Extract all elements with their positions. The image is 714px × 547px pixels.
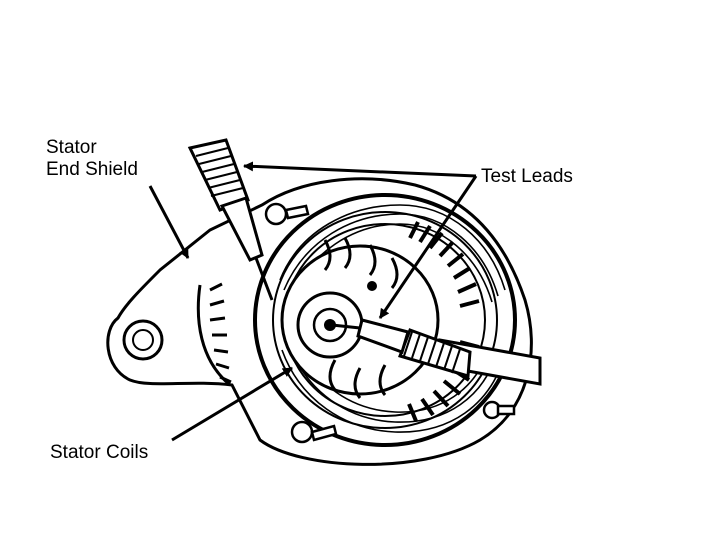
through-bolts <box>264 202 516 444</box>
stator-end-shield-label: Stator End Shield <box>46 137 138 181</box>
stator-end-shield-label-line1: Stator <box>46 137 97 158</box>
callout-stator-end-shield <box>148 185 190 259</box>
test-leads-label: Test Leads <box>481 166 573 187</box>
upper-test-probe <box>187 138 274 301</box>
stator-end-shield-label-line2: End Shield <box>46 159 138 180</box>
shield-vent-slots <box>196 282 232 387</box>
callout-stator-coils <box>171 366 293 442</box>
stator-coils-label: Stator Coils <box>50 442 149 463</box>
callout-test-leads <box>243 161 478 319</box>
mounting-ear <box>122 319 164 361</box>
lower-test-probe <box>331 318 542 386</box>
